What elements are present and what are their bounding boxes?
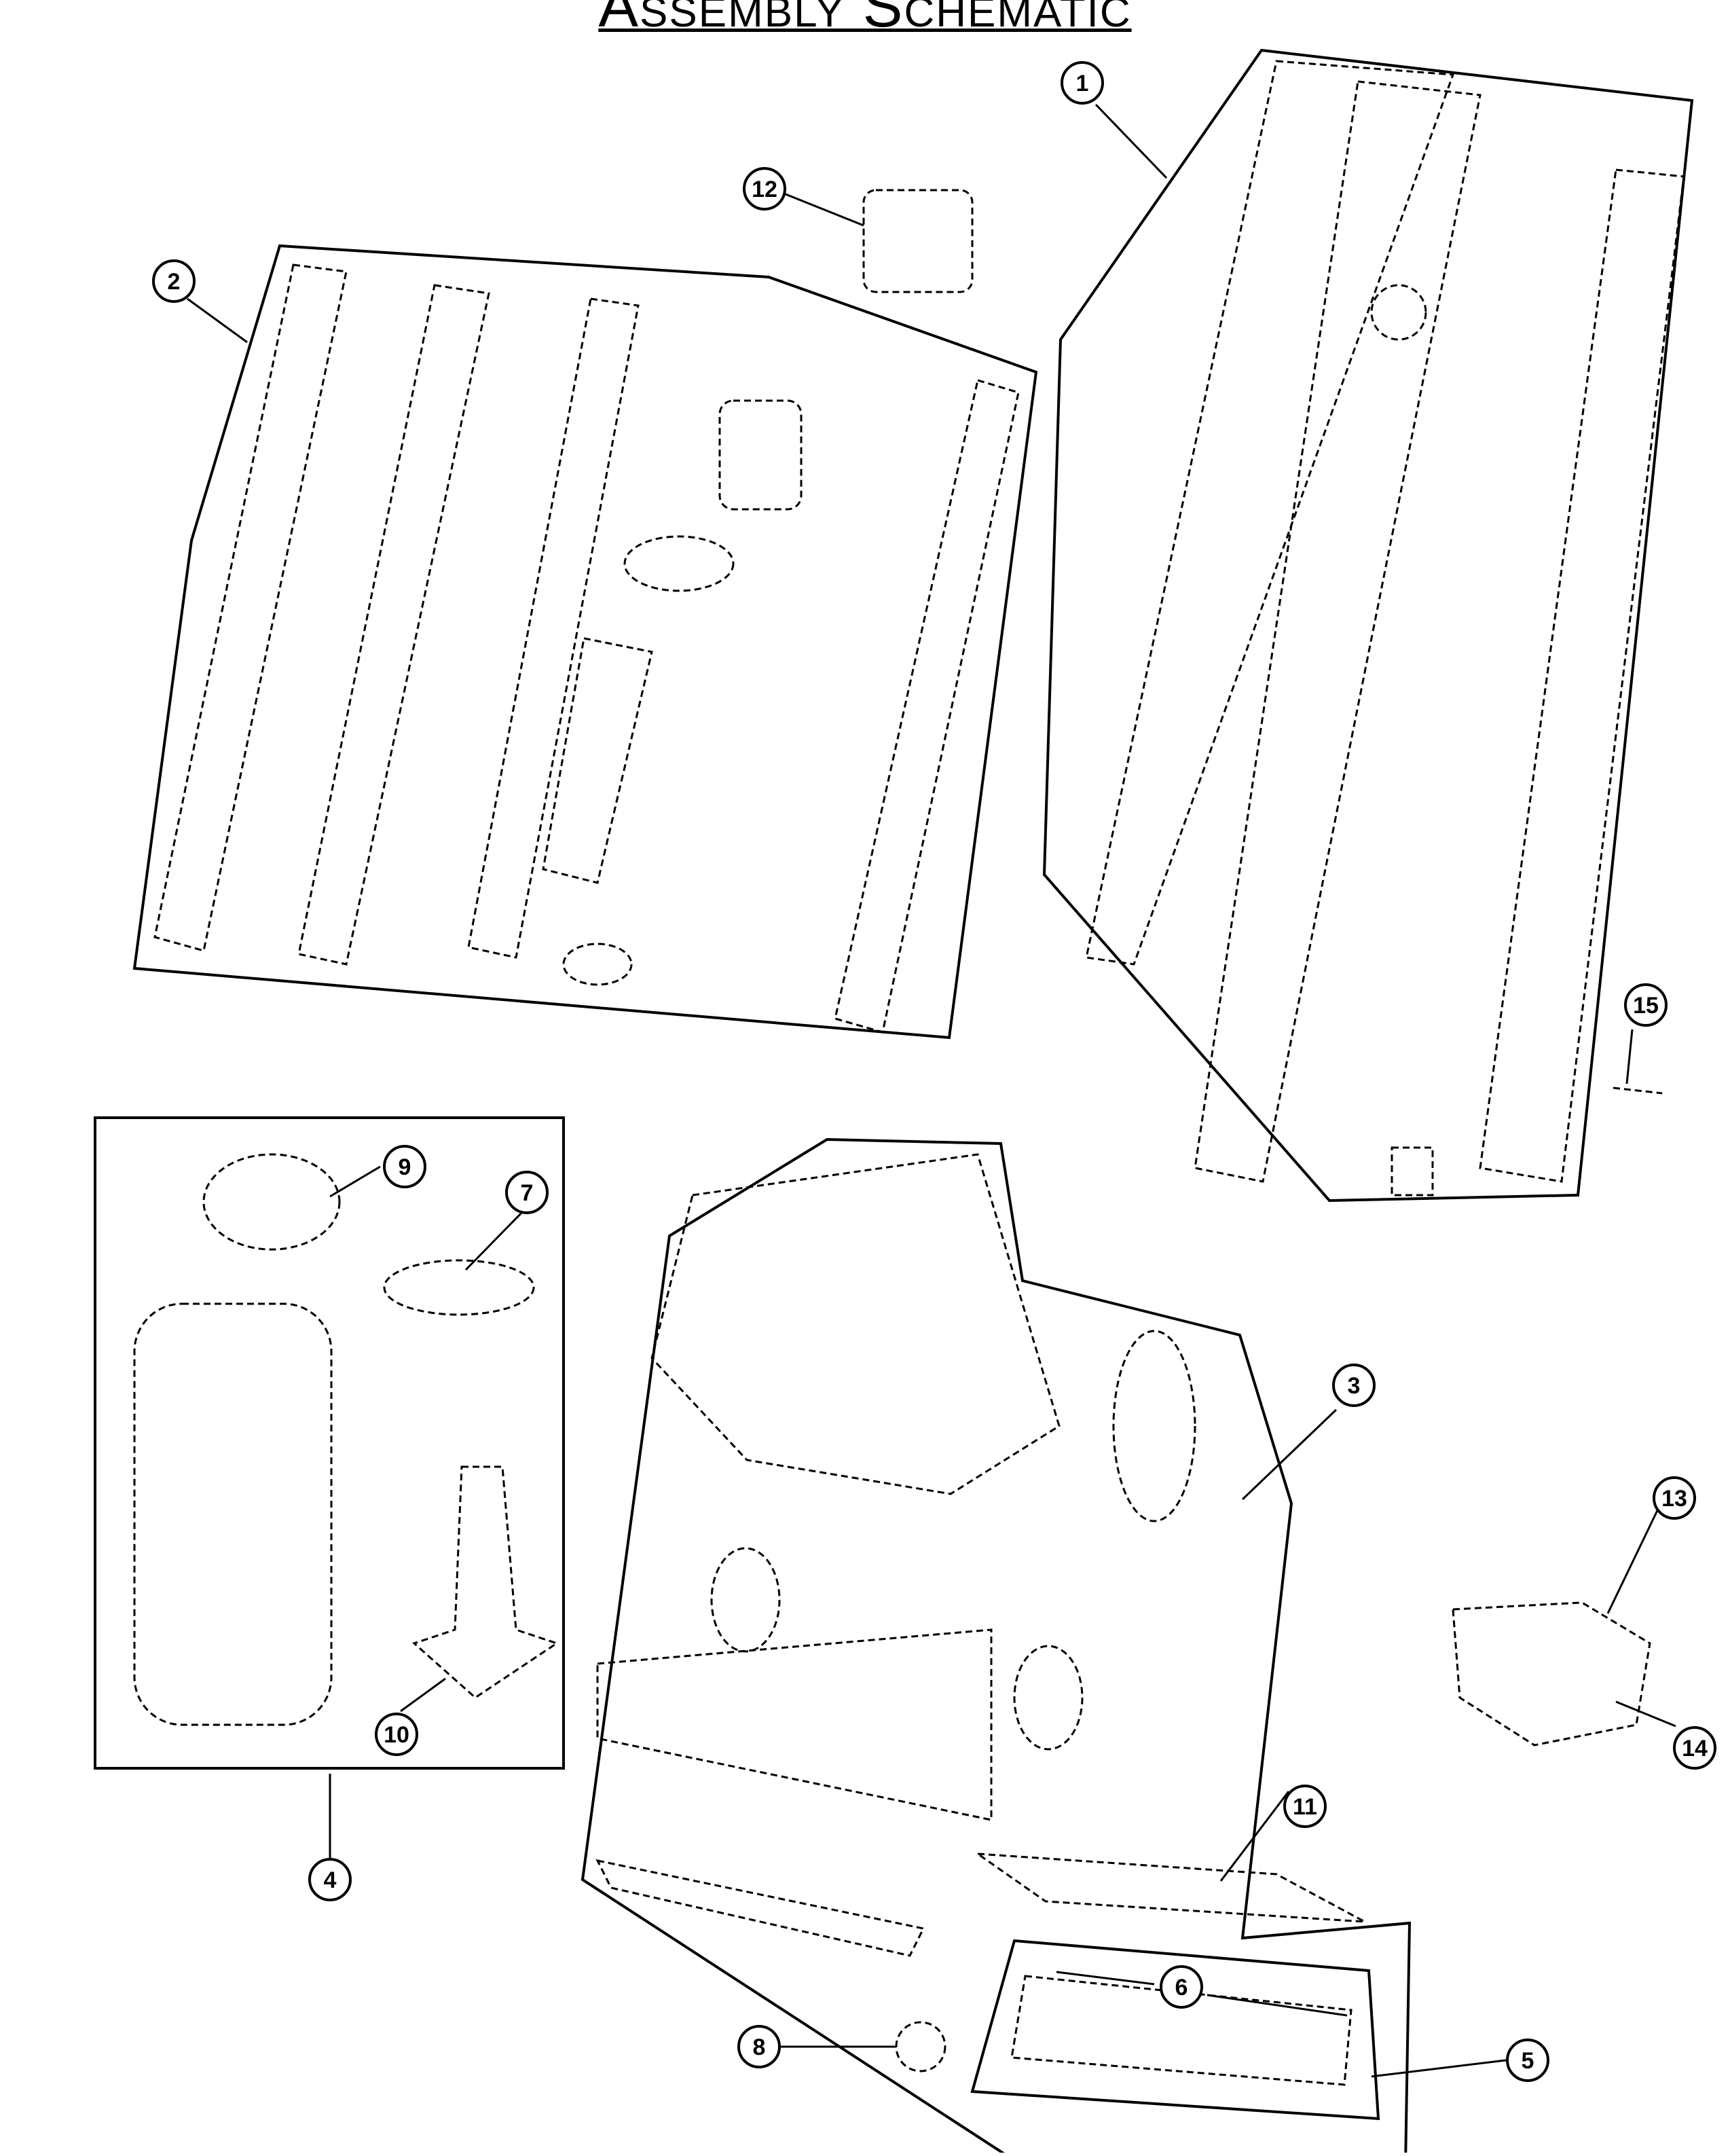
baseplate bbox=[974, 1852, 1365, 1923]
callout-14-circle bbox=[1673, 1726, 1716, 1770]
group-3-outline bbox=[581, 1137, 1412, 2156]
callout-13-circle bbox=[1653, 1476, 1696, 1520]
right-wheel bbox=[1013, 1645, 1084, 1751]
leader-11 bbox=[1219, 1791, 1290, 1882]
upper-handle-mid bbox=[1194, 80, 1481, 1183]
part-12-sketch bbox=[862, 189, 974, 293]
group-5-outline bbox=[970, 1939, 1380, 2121]
filter-cone bbox=[412, 1465, 559, 1699]
hose-tube bbox=[542, 637, 653, 884]
callout-4-label: 4 bbox=[324, 1867, 337, 1893]
callout-10-label: 10 bbox=[384, 1722, 409, 1748]
callout-11: 11 bbox=[1283, 1785, 1327, 1828]
base-chassis bbox=[596, 1628, 993, 1821]
group-4-outline bbox=[94, 1116, 565, 1770]
callout-5: 5 bbox=[1506, 2039, 1549, 2082]
callout-9: 9 bbox=[383, 1145, 426, 1188]
leader-12 bbox=[775, 189, 864, 227]
accessory-box bbox=[1452, 1601, 1651, 1747]
belt-ring bbox=[895, 2021, 946, 2072]
callout-3-circle bbox=[1332, 1364, 1376, 1407]
cord-hook bbox=[562, 943, 633, 986]
group-1-outline bbox=[1042, 48, 1694, 1203]
leader-15 bbox=[1625, 1029, 1634, 1084]
callout-5-circle bbox=[1506, 2039, 1549, 2082]
callout-1-label: 1 bbox=[1076, 71, 1089, 96]
callout-7-label: 7 bbox=[521, 1180, 534, 1206]
callout-1-circle bbox=[1061, 61, 1104, 105]
dirt-cup-body bbox=[133, 1302, 333, 1726]
callout-6-circle bbox=[1160, 1965, 1203, 2009]
callout-4-circle bbox=[308, 1858, 352, 1901]
callout-12-label: 12 bbox=[752, 177, 777, 202]
callout-12: 12 bbox=[743, 167, 786, 211]
handle-front-panel bbox=[153, 263, 348, 952]
callout-9-circle bbox=[383, 1145, 426, 1188]
motor-housing bbox=[1112, 1330, 1196, 1522]
callout-9-label: 9 bbox=[399, 1154, 411, 1180]
motor-fan bbox=[623, 535, 735, 592]
callout-4: 4 bbox=[308, 1858, 352, 1901]
callout-7: 7 bbox=[505, 1171, 549, 1214]
part-15-screw bbox=[1613, 1086, 1663, 1095]
callout-10-circle bbox=[375, 1713, 418, 1756]
switch-block bbox=[718, 399, 803, 511]
callout-3: 3 bbox=[1332, 1364, 1376, 1407]
callout-15-label: 15 bbox=[1633, 993, 1659, 1019]
leader-13 bbox=[1606, 1503, 1662, 1614]
group-2-outline bbox=[132, 244, 1038, 1040]
leader-9 bbox=[329, 1165, 381, 1198]
leader-7 bbox=[464, 1206, 528, 1271]
callout-8-label: 8 bbox=[753, 2034, 766, 2060]
callout-1: 1 bbox=[1061, 61, 1104, 105]
leader-5 bbox=[1371, 2059, 1507, 2078]
callout-6: 6 bbox=[1160, 1965, 1203, 2009]
filter-disc bbox=[383, 1259, 535, 1316]
upper-handle-outer bbox=[1085, 60, 1455, 966]
callout-2-circle bbox=[152, 259, 196, 303]
callout-11-label: 11 bbox=[1293, 1794, 1317, 1820]
callout-3-label: 3 bbox=[1348, 1373, 1361, 1399]
callout-15: 15 bbox=[1624, 983, 1668, 1027]
callout-7-circle bbox=[505, 1171, 549, 1214]
callout-11-circle bbox=[1283, 1785, 1327, 1828]
belt-path bbox=[595, 1859, 925, 1957]
callout-10: 10 bbox=[375, 1713, 418, 1756]
callout-15-circle bbox=[1624, 983, 1668, 1027]
handle-circuit-assembly bbox=[467, 297, 640, 959]
callout-13-label: 13 bbox=[1661, 1486, 1687, 1512]
leader-14 bbox=[1615, 1700, 1676, 1728]
page-title: Assembly Schematic bbox=[598, 0, 1132, 39]
leader-10 bbox=[400, 1677, 446, 1713]
handle-latch bbox=[1391, 1146, 1434, 1196]
callout-5-label: 5 bbox=[1522, 2048, 1534, 2074]
leader-6b bbox=[1207, 1994, 1348, 2017]
callout-8-circle bbox=[737, 2025, 781, 2068]
callout-6-label: 6 bbox=[1175, 1975, 1188, 2000]
brushroll bbox=[1010, 1975, 1352, 2086]
leader-1 bbox=[1094, 103, 1168, 179]
handle-rear-panel bbox=[834, 379, 1020, 1034]
leader-2 bbox=[187, 297, 248, 344]
callout-14: 14 bbox=[1673, 1726, 1716, 1770]
callout-13: 13 bbox=[1653, 1476, 1696, 1520]
callout-8: 8 bbox=[737, 2025, 781, 2068]
cord-wrap-gear bbox=[1370, 284, 1427, 341]
base-hood bbox=[650, 1153, 1061, 1495]
callout-14-label: 14 bbox=[1682, 1736, 1708, 1761]
left-wheel bbox=[710, 1547, 781, 1653]
callout-12-circle bbox=[743, 167, 786, 211]
callout-2: 2 bbox=[152, 259, 196, 303]
leader-6a bbox=[1056, 1971, 1155, 1986]
upper-handle-rear bbox=[1479, 168, 1685, 1183]
handle-mid-panel bbox=[297, 284, 490, 966]
callout-2-label: 2 bbox=[168, 269, 181, 295]
cup-lid bbox=[202, 1153, 341, 1251]
leader-3 bbox=[1241, 1408, 1338, 1501]
